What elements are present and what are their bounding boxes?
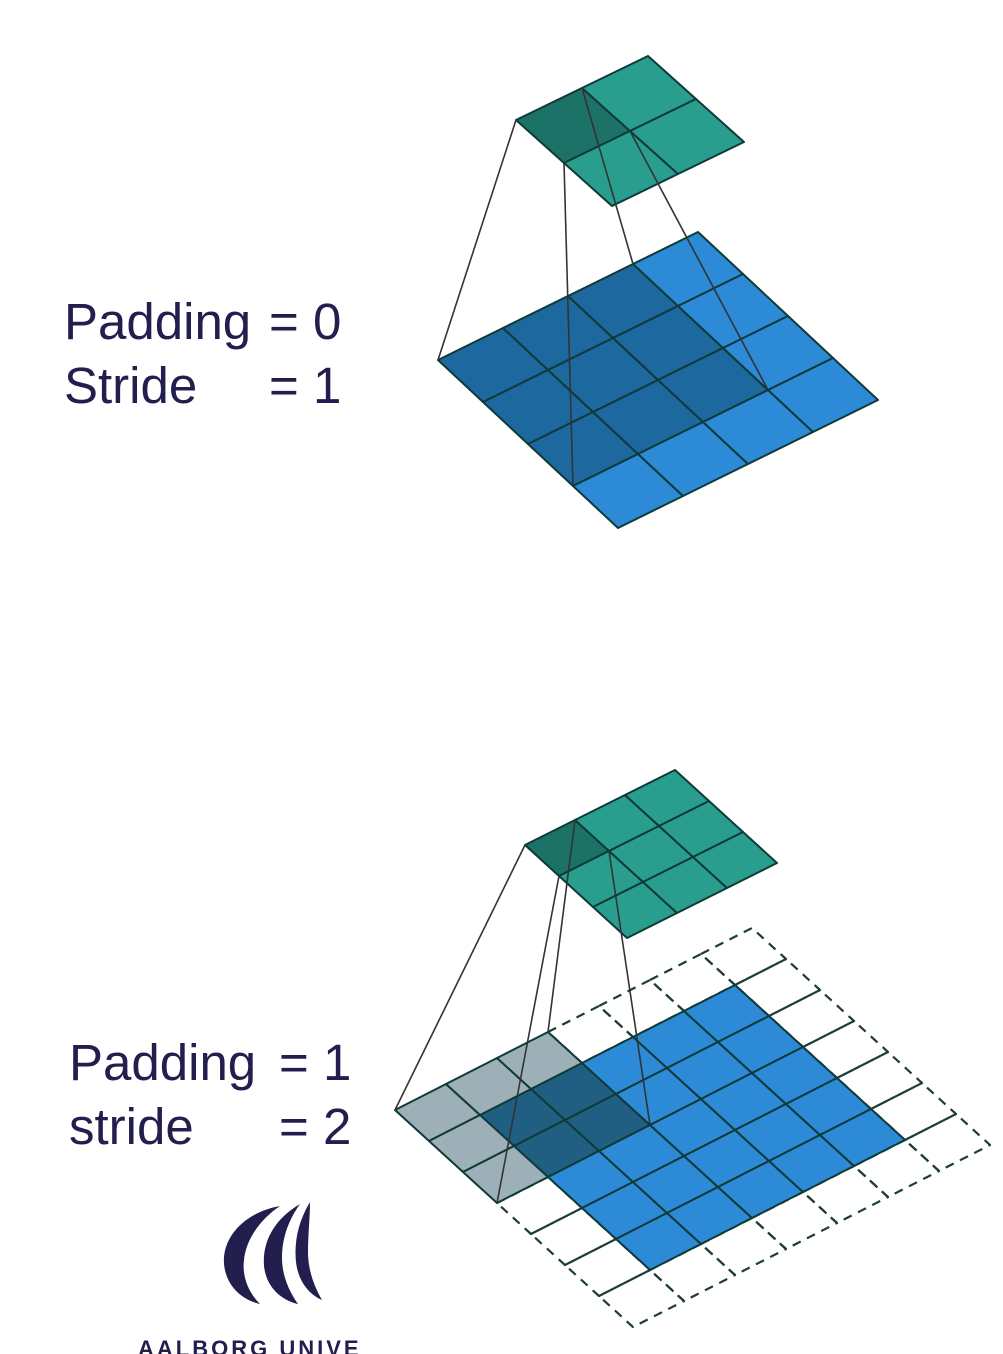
top-parameters-label: Padding = 0 Stride = 1 — [64, 290, 341, 418]
padding-cell — [835, 1050, 924, 1111]
bottom-receptive-field-lines — [394, 819, 651, 1204]
stride-label: Stride — [64, 357, 198, 414]
bottom-parameters-label: Padding = 1 stride = 2 — [69, 1031, 351, 1159]
padding-cell — [733, 957, 822, 1018]
input-cell — [819, 1108, 906, 1167]
padding-cell — [699, 926, 788, 987]
padding-label: Padding — [64, 293, 252, 350]
padding-label: Padding — [69, 1034, 257, 1091]
output-cell — [629, 98, 745, 175]
padding-cell — [903, 1112, 992, 1173]
input-cell — [767, 357, 879, 433]
output-cell — [692, 831, 778, 889]
top-input-grid — [437, 231, 879, 529]
receptive-field-line — [563, 162, 574, 487]
aalborg-university-logo-icon — [223, 1202, 322, 1304]
receptive-field-line — [581, 87, 634, 265]
receptive-field-line — [496, 875, 560, 1204]
bottom-output-grid — [524, 769, 778, 939]
receptive-field-line — [437, 119, 517, 361]
bottom-input-grid — [394, 926, 992, 1329]
padding-cell — [801, 1019, 890, 1080]
receptive-field-line — [608, 850, 651, 1126]
stride-value: = 1 — [269, 357, 342, 414]
kernel-padding-cell — [496, 1031, 583, 1090]
receptive-field-line — [394, 844, 526, 1111]
top-output-grid — [515, 55, 745, 207]
padding-value: = 0 — [269, 293, 342, 350]
receptive-field-line — [547, 819, 576, 1033]
padding-cell — [597, 1268, 686, 1329]
padding-cell — [869, 1081, 958, 1142]
padding-cell — [767, 988, 856, 1049]
stride-label: stride — [69, 1098, 194, 1155]
kernel-padding-cell — [462, 1145, 549, 1204]
logo-wordmark: AALBORG UNIVERSITY — [138, 1336, 360, 1354]
padding-value: = 1 — [279, 1034, 352, 1091]
stride-value: = 2 — [279, 1098, 352, 1155]
top-receptive-field-lines — [437, 87, 769, 487]
receptive-field-line — [629, 130, 769, 391]
